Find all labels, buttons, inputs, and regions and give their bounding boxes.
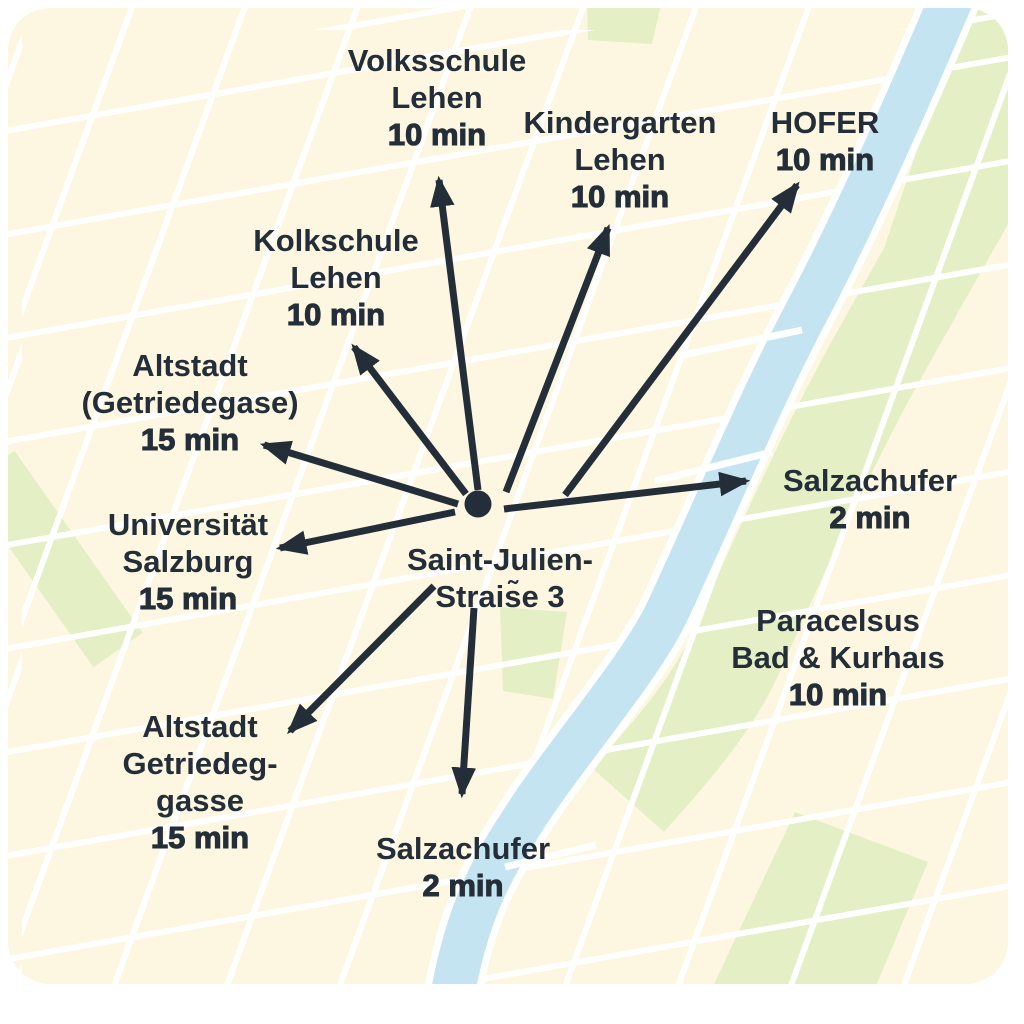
arrow-kolkschule — [351, 343, 469, 497]
bridges — [504, 326, 803, 871]
arrow-volksschule — [430, 175, 482, 491]
bridge-street — [504, 841, 597, 871]
arrow-kindergarten — [502, 223, 612, 494]
arrow-altstadt-getriedegase — [259, 440, 460, 508]
map-surface — [8, 8, 1008, 984]
arrow-altstadt-getriedeggasse — [286, 583, 437, 735]
arrow-universitaet — [275, 508, 456, 555]
arrow-salzachufer-right — [503, 471, 751, 513]
map-overlay-layer — [259, 8, 979, 984]
river-group — [425, 8, 979, 984]
river — [432, 8, 972, 984]
arrow-salzachufer-bottom — [451, 607, 478, 799]
bridge-street — [677, 326, 803, 360]
origin-dot — [464, 490, 492, 518]
arrow-hofer — [562, 181, 800, 498]
bridge-street — [654, 448, 773, 485]
route-arrows — [259, 175, 800, 799]
